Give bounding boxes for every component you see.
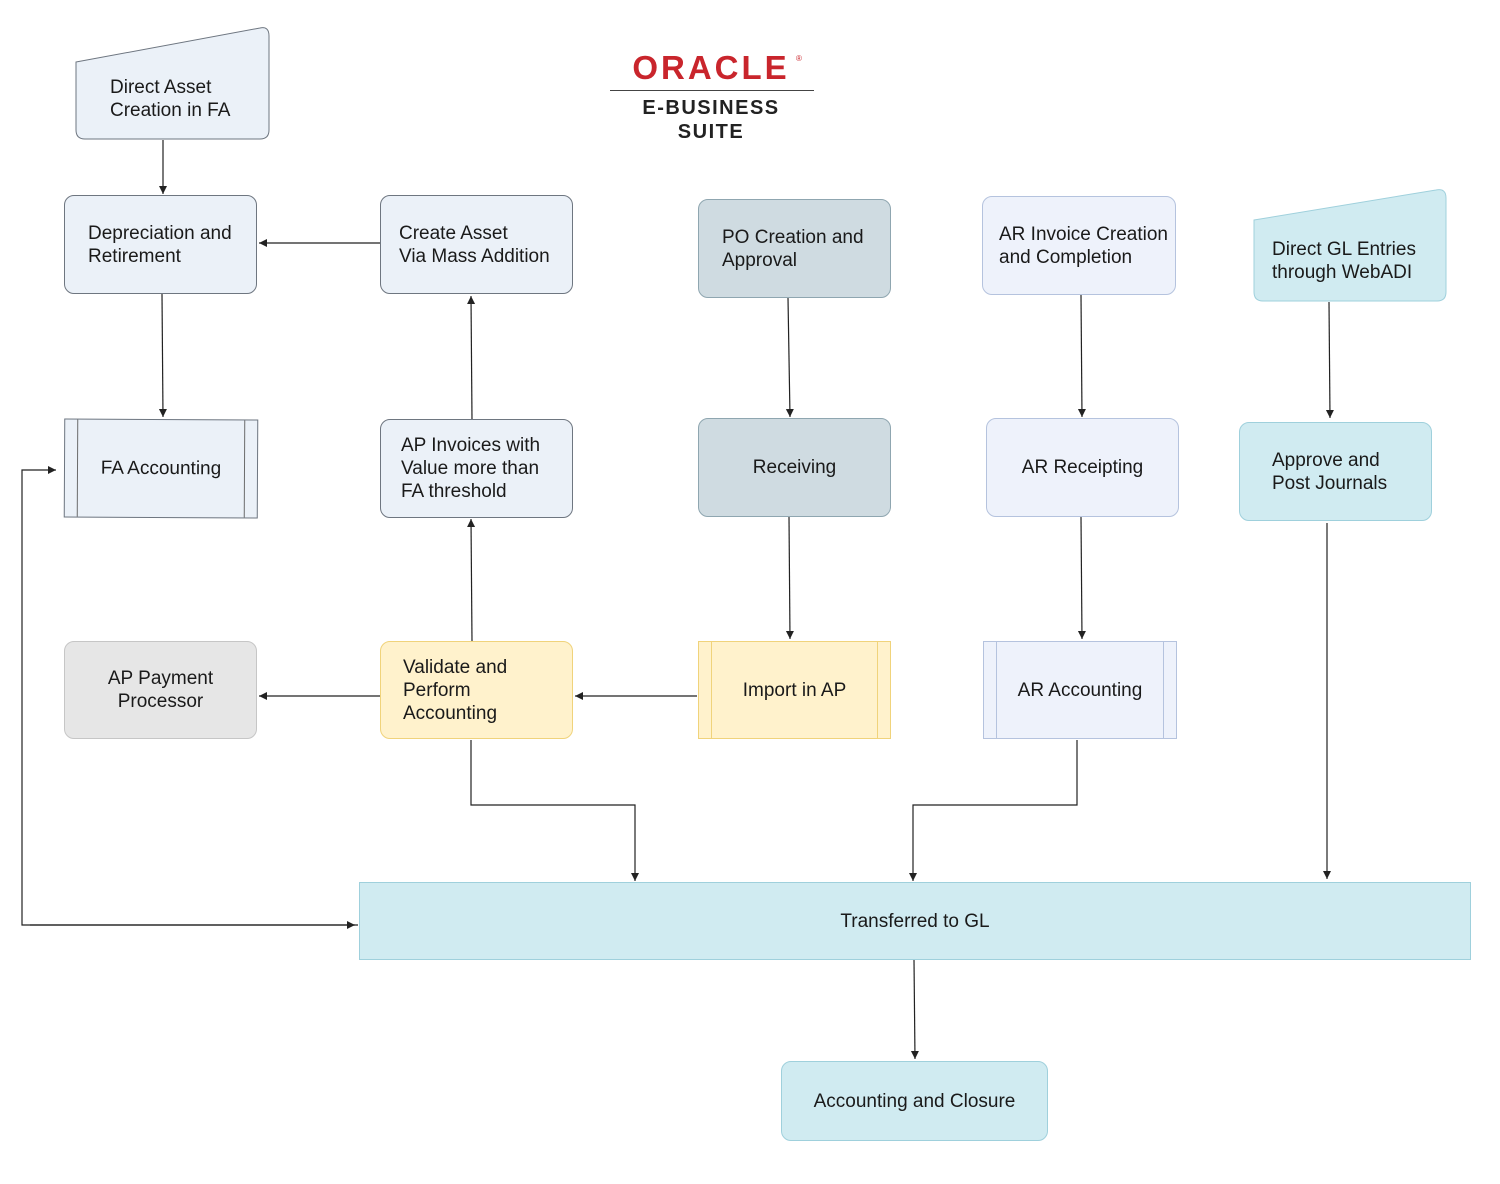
edge-validate-to-gl	[470, 740, 639, 881]
ar-accounting-node: AR Accounting	[983, 641, 1177, 739]
edge-po-to-receiving	[785, 297, 794, 418]
transferred-gl-node: Transferred to GL	[359, 882, 1471, 960]
create-asset-node: Create Asset Via Mass Addition	[380, 195, 573, 294]
approve-post-node: Approve and Post Journals	[1239, 422, 1432, 521]
ar-receipting-label: AR Receipting	[1021, 457, 1144, 478]
edge-ar-accounting-to-gl	[909, 740, 1078, 881]
ar-invoice-node: AR Invoice Creation and Completion	[982, 196, 1176, 295]
validate-node: Validate and Perform Accounting	[380, 641, 573, 739]
edge-receipting-to-ar-accounting	[1077, 516, 1086, 640]
logo-divider	[610, 90, 814, 91]
oracle-ebs-logo: ORACLE ® E-BUSINESS SUITE	[606, 49, 816, 143]
direct-gl-label: Direct GL Entries through WebADI	[1272, 239, 1416, 283]
po-creation-label: PO Creation and Approval	[722, 226, 864, 271]
po-creation-node: PO Creation and Approval	[698, 199, 891, 298]
approve-post-label: Approve and Post Journals	[1272, 449, 1388, 494]
depreciation-label: Depreciation and Retirement	[88, 222, 232, 267]
transferred-gl-label: Transferred to GL	[840, 910, 990, 932]
oracle-wordmark: ORACLE	[632, 49, 790, 86]
edge-gl-to-closure	[910, 959, 919, 1060]
direct-asset-shape	[75, 27, 270, 140]
ap-invoices-node: AP Invoices with Value more than FA thre…	[380, 419, 573, 518]
receiving-label: Receiving	[752, 457, 837, 478]
import-ap-node: Import in AP	[698, 641, 891, 739]
import-ap-label: Import in AP	[742, 679, 847, 701]
edge-depreciation-to-fa-accounting	[158, 293, 167, 418]
registered-mark: ®	[796, 54, 802, 63]
depreciation-node: Depreciation and Retirement	[64, 195, 257, 294]
create-asset-label: Create Asset Via Mass Addition	[399, 222, 550, 267]
accounting-closure-label: Accounting and Closure	[813, 1090, 1016, 1112]
edge-ar-invoice-to-receipting	[1077, 294, 1086, 418]
ap-payment-node: AP Payment Processor	[64, 641, 257, 739]
fa-accounting-label: FA Accounting	[100, 457, 222, 480]
ar-receipting-node: AR Receipting	[986, 418, 1179, 517]
edge-direct-gl-to-approve	[1325, 301, 1334, 419]
ap-invoices-label: AP Invoices with Value more than FA thre…	[401, 435, 541, 502]
edge-validate-to-ap-invoices	[467, 518, 476, 642]
edge-receiving-to-import	[785, 516, 794, 640]
edge-ap-invoices-to-create-asset	[467, 295, 476, 421]
ap-payment-label: AP Payment Processor	[107, 668, 214, 712]
product-name: E-BUSINESS SUITE	[642, 97, 780, 143]
validate-label: Validate and Perform Accounting	[403, 656, 508, 724]
accounting-closure-node: Accounting and Closure	[781, 1061, 1048, 1141]
direct-asset-label: Direct Asset Creation in FA	[110, 77, 231, 121]
receiving-node: Receiving	[698, 418, 891, 517]
fa-accounting-node: FA Accounting	[63, 418, 259, 519]
direct-gl-shape	[1253, 189, 1447, 302]
ar-invoice-label: AR Invoice Creation and Completion	[999, 223, 1168, 268]
ar-accounting-label: AR Accounting	[1017, 679, 1143, 701]
